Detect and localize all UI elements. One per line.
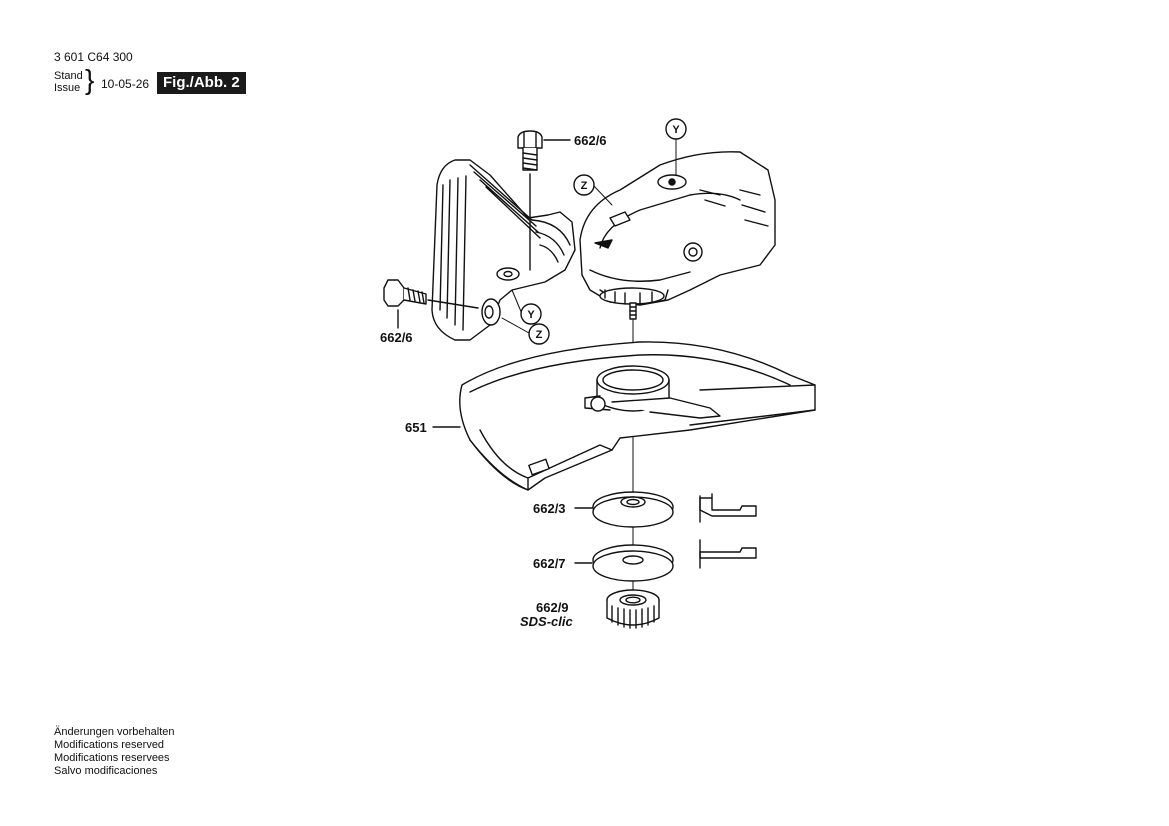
marker-z-top: Z (581, 180, 588, 192)
notice-line: Änderungen vorbehalten (54, 726, 175, 738)
brace-glyph: } (85, 64, 95, 95)
marker-y-handle: Y (527, 309, 535, 321)
stand-label: Stand (54, 70, 83, 82)
notice-line: Modifications reservees (54, 752, 170, 764)
marker-circle-z-top (573, 174, 595, 196)
bolt-top (517, 130, 571, 271)
callout-nut: 662/7 (533, 556, 566, 571)
marker-circle-y-top (665, 118, 687, 140)
nut (574, 539, 757, 582)
issue-label: Issue (54, 82, 81, 94)
wheel-guard (432, 341, 816, 491)
modification-notice: Änderungen vorbehalten Modifications res… (54, 726, 174, 778)
document-number: 3 601 C64 300 (54, 50, 133, 64)
callout-guard: 651 (405, 420, 427, 435)
quick-nut (606, 589, 660, 629)
side-handle (431, 159, 576, 341)
callout-bolt-top: 662/6 (574, 133, 607, 148)
marker-circle-z-handle (528, 323, 550, 345)
callout-quick-nut-brand: SDS-clic (520, 614, 574, 629)
marker-y-top: Y (672, 124, 680, 136)
notice-line: Salvo modificaciones (54, 765, 158, 777)
marker-z-handle: Z (536, 329, 543, 341)
angle-grinder (579, 151, 776, 320)
bolt-left (383, 279, 479, 329)
issue-date: 10-05-26 (101, 77, 150, 91)
flange (574, 491, 757, 528)
callout-quick-nut: 662/9 (536, 600, 569, 615)
notice-line: Modifications reserved (54, 739, 165, 751)
callout-flange: 662/3 (533, 501, 566, 516)
stand-issue-label: Stand Issue (54, 70, 83, 94)
marker-circle-y-handle (520, 303, 542, 325)
callout-bolt-left: 662/6 (380, 330, 413, 345)
figure-badge: Fig./Abb. 2 (157, 72, 246, 94)
